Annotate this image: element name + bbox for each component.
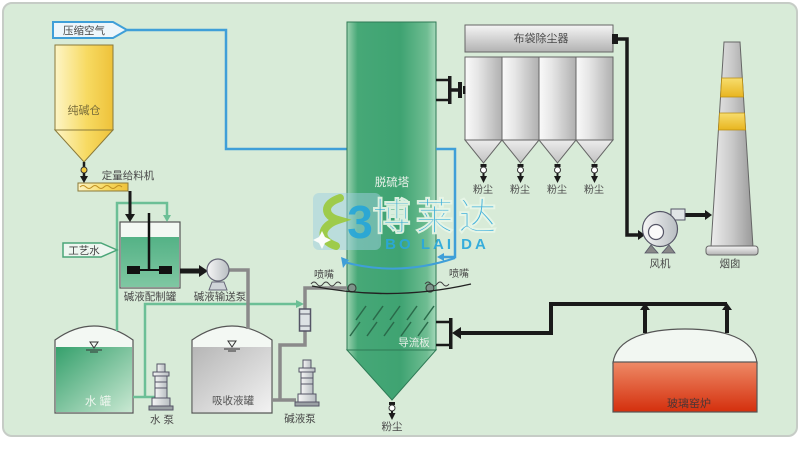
logo-sparkle-icon — [313, 231, 331, 249]
level-mark-icon — [227, 340, 237, 348]
spray-arc-blue — [343, 257, 456, 270]
spray-arc-dark — [311, 283, 472, 295]
tower-dust-label: 粉尘 — [382, 420, 403, 433]
prep-tank-label: 碱液配制罐 — [124, 290, 177, 303]
fan-hub-icon — [647, 223, 665, 241]
nozzle-right-squiggle — [424, 281, 450, 287]
compressed-air-pipe-right — [436, 147, 457, 261]
dust-label-3: 粉尘 — [547, 183, 567, 196]
nozzle-right-label: 喷嘴 — [449, 268, 469, 280]
dust-outlet — [517, 164, 524, 183]
absorption-tank — [191, 325, 273, 414]
dust-outlet — [591, 164, 598, 183]
water-tank — [54, 325, 134, 414]
compressed-air-pipe — [127, 28, 347, 151]
tower-outlet-duct — [436, 76, 466, 104]
silo-outlet-valve-icon — [80, 166, 88, 174]
absorption-tank-label: 吸收液罐 — [212, 394, 254, 407]
level-mark-icon — [89, 341, 99, 349]
transfer-pump-label: 碱液输送泵 — [194, 290, 247, 303]
tag-compressed-air-label: 压缩空气 — [63, 24, 105, 37]
spray-arc-arrow — [341, 257, 349, 268]
glass-furnace — [612, 328, 758, 413]
chimney-band-lower — [717, 112, 747, 131]
dust-outlets — [388, 164, 598, 420]
bolaida-watermark: 3 博莱达 BO LAI DA — [313, 193, 501, 253]
alkali-prep-tank — [119, 213, 181, 289]
chimney-label: 烟囱 — [720, 257, 741, 270]
arrow-into-prep-tank — [163, 215, 171, 222]
alkali-pump-unit — [294, 359, 320, 407]
tower-label: 脱硫塔 — [375, 175, 410, 189]
tower-dust-outlet — [388, 402, 396, 420]
baghouse-outlet-flange — [612, 34, 618, 44]
soda-silo-label: 纯碱仓 — [68, 103, 101, 117]
chimney — [705, 41, 759, 256]
dust-label-4: 粉尘 — [584, 183, 604, 196]
water-pump-label: 水 泵 — [150, 414, 174, 426]
dust-outlet — [554, 164, 561, 183]
soda-silo — [53, 44, 115, 163]
dust-label-1: 粉尘 — [473, 183, 493, 196]
dust-outlet — [480, 164, 487, 183]
tag-process-water: 工艺水 — [62, 242, 119, 258]
agitator-paddle-right — [159, 266, 172, 274]
watermark-en: BO LAI DA — [385, 236, 489, 253]
arrow-into-nozzle-line — [296, 300, 304, 308]
agitator-paddle-left — [127, 266, 140, 274]
feeder-wave-line — [79, 185, 123, 189]
arrow-into-tower-nozzle — [437, 253, 444, 261]
furnace-label: 玻璃窑炉 — [667, 396, 711, 410]
chimney-band-upper — [720, 77, 744, 98]
nozzle-left-flange-icon — [347, 283, 357, 293]
tag-process-water-label: 工艺水 — [68, 245, 100, 257]
water-pump-unit — [148, 363, 174, 411]
flue-gas-piping — [80, 34, 732, 349]
nozzle-right-flange-icon — [425, 283, 435, 293]
water-tank-label: 水 罐 — [85, 395, 112, 408]
tag-compressed-air: 压缩空气 — [52, 21, 130, 39]
nozzle-left-squiggle — [310, 281, 342, 287]
alkali-line-valve — [298, 308, 312, 332]
tower-inlet-duct — [436, 318, 453, 349]
feeder-label: 定量给料机 — [102, 169, 155, 182]
spray-system — [310, 257, 472, 295]
baghouse-filter — [463, 24, 615, 164]
deflector-plates — [349, 305, 435, 337]
alkali-pump-label: 碱液泵 — [284, 412, 316, 425]
fan-label: 风机 — [650, 257, 671, 270]
fan-unit — [641, 208, 686, 254]
quantitative-feeder — [77, 182, 129, 192]
deflector-label: 导流板 — [398, 336, 430, 349]
fan-outlet — [670, 208, 686, 221]
labels: 纯碱仓 定量给料机 碱液配制罐 碱液输送泵 水 罐 水 泵 吸收液罐 碱液泵 脱… — [68, 31, 741, 433]
baghouse-label: 布袋除尘器 — [514, 31, 569, 45]
baghouse-header — [464, 24, 614, 53]
dust-label-2: 粉尘 — [510, 183, 530, 196]
nozzle-left-label: 喷嘴 — [314, 269, 334, 281]
process-water-piping — [115, 201, 296, 399]
desulfurization-tower — [345, 21, 438, 401]
chimney-base — [705, 245, 759, 256]
watermark-cn: 博莱达 — [372, 197, 501, 239]
alkali-transfer-pump — [206, 258, 230, 291]
logo-b-shape: 3 — [347, 196, 373, 248]
